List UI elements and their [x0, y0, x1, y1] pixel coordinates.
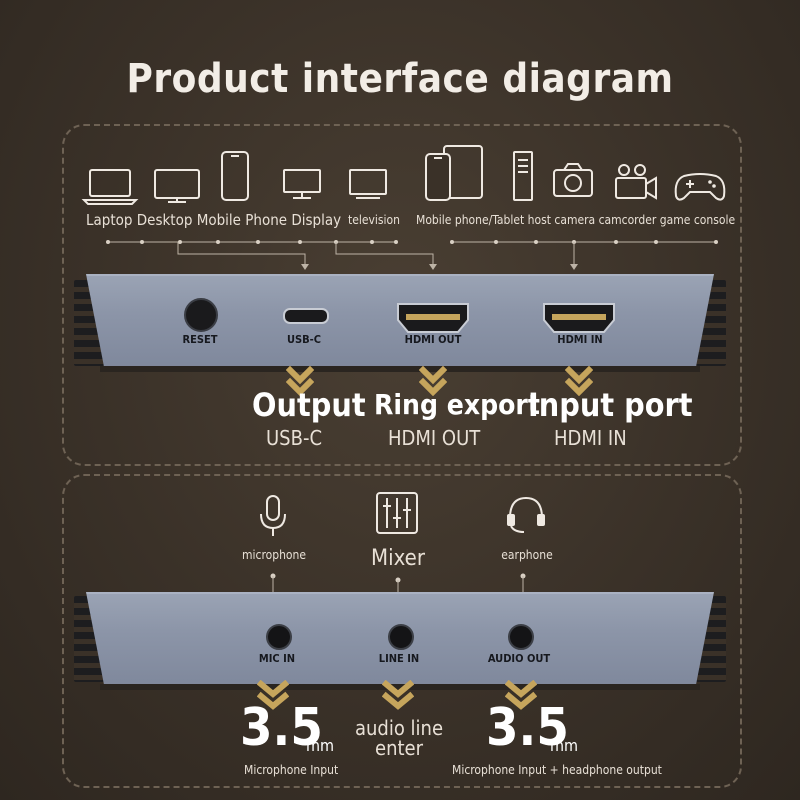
television-label: television: [348, 213, 400, 227]
headset-icon: [507, 496, 545, 533]
audio-line-caption-2: enter: [375, 736, 423, 760]
audio-out-caption: Microphone Input + headphone output: [452, 763, 662, 777]
device-icons-row: [81, 145, 726, 205]
chevron-down-icon: [286, 366, 314, 396]
usbc-port[interactable]: [283, 308, 329, 324]
output-callout-sub: USB-C: [266, 426, 323, 450]
microphone-label: microphone: [241, 548, 307, 562]
mic-in-label: MIC IN: [258, 652, 296, 665]
input-devices-label: Mobile phone/Tablet host camera camcorde…: [416, 213, 736, 227]
audio-out-label: AUDIO OUT: [487, 652, 551, 665]
pc-host-icon: [513, 151, 533, 201]
mic-in-jack[interactable]: [266, 624, 292, 650]
hdmi-in-port-label: HDMI IN: [557, 333, 603, 346]
phone-tablet-icon: [425, 145, 483, 201]
reset-button[interactable]: [184, 298, 218, 332]
chevron-down-icon: [382, 680, 414, 710]
mixer-label: Mixer: [371, 546, 425, 571]
reset-port-label: RESET: [182, 333, 218, 346]
source-devices-label: Laptop Desktop Mobile Phone Display: [86, 211, 342, 229]
output-callout-title: Output: [252, 386, 366, 424]
line-in-label: LINE IN: [378, 652, 420, 665]
page-title: Product interface diagram: [126, 56, 674, 102]
gamepad-icon: [674, 173, 726, 201]
mixer-icon: [376, 492, 418, 534]
input-port-callout-title: Input port: [528, 386, 693, 424]
mic-input-caption: Microphone Input: [244, 763, 339, 777]
display-icon: [283, 169, 321, 199]
mic-size-unit: mm: [306, 736, 335, 755]
chevron-down-icon: [505, 680, 537, 710]
bottom-panel: [62, 474, 742, 788]
connector-lines-top: [106, 240, 718, 270]
chevron-down-icon: [565, 366, 593, 396]
top-panel: [62, 124, 742, 466]
device-bottom-shadow: [100, 684, 700, 690]
television-icon: [349, 169, 387, 199]
audio-out-size-unit: mm: [550, 736, 579, 755]
camcorder-icon: [615, 164, 657, 200]
line-in-jack[interactable]: [388, 624, 414, 650]
earphone-label: earphone: [501, 548, 553, 562]
hdmi-in-port[interactable]: [542, 302, 616, 334]
camera-icon: [553, 163, 593, 197]
audio-out-size-number: 3.5: [486, 698, 569, 758]
hdmi-out-port-label: HDMI OUT: [404, 333, 462, 346]
input-port-callout-sub: HDMI IN: [554, 426, 627, 450]
chevron-down-icon: [257, 680, 289, 710]
usbc-port-label: USB-C: [286, 333, 322, 346]
audio-line-caption-1: audio line: [354, 716, 444, 740]
mic-size-number: 3.5: [240, 698, 323, 758]
laptop-icon: [81, 169, 139, 205]
ring-export-callout-title: Ring export: [374, 388, 540, 421]
device-top-shadow: [100, 366, 700, 372]
hdmi-out-port[interactable]: [396, 302, 470, 334]
mobile-phone-icon: [221, 151, 249, 201]
chevron-down-icon: [419, 366, 447, 396]
microphone-icon: [260, 495, 286, 536]
audio-out-jack[interactable]: [508, 624, 534, 650]
ring-export-callout-sub: HDMI OUT: [388, 426, 481, 450]
desktop-monitor-icon: [154, 169, 200, 203]
